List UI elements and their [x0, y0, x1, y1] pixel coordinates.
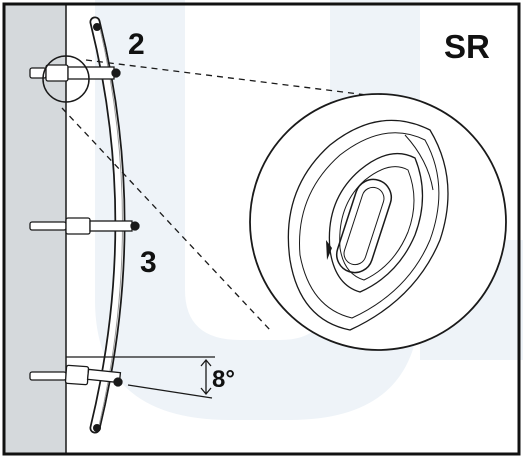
rail-end-hole-top [93, 23, 101, 31]
step-2-label: 2 [128, 28, 145, 61]
model-code-label: SR [444, 28, 490, 65]
step-3-label: 3 [140, 246, 157, 279]
angle-label: 8° [212, 366, 235, 393]
detail-leader-lines [61, 59, 376, 331]
detail-marker-circle [42, 55, 90, 103]
diagram-frame [2, 2, 521, 456]
bracket-middle [29, 217, 140, 235]
rail-end-hole-bottom [93, 424, 101, 432]
angle-indicator [66, 356, 215, 399]
bracket-top [29, 64, 121, 82]
bracket-bottom [29, 364, 123, 387]
detail-magnified-view [249, 93, 507, 351]
